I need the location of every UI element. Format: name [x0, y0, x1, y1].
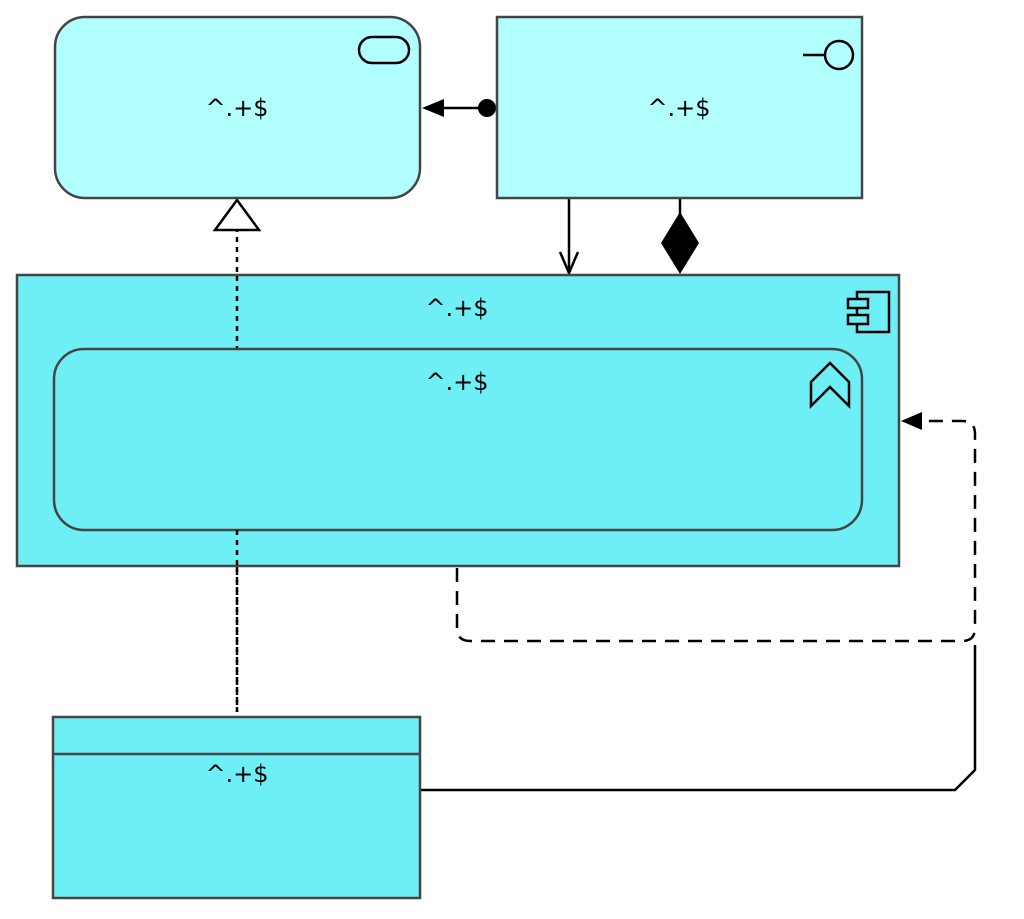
application-interface-node[interactable]: ^.+$	[495, 15, 864, 200]
assignment-relationship[interactable]	[422, 99, 496, 117]
assignment-dot-icon	[478, 99, 496, 117]
composition-diamond-icon	[661, 212, 699, 274]
application-function-node[interactable]: ^.+$	[52, 347, 864, 532]
association-relationship[interactable]	[420, 645, 977, 792]
function-label: ^.+$	[425, 368, 488, 396]
component-label: ^.+$	[425, 294, 488, 322]
flow-relationship[interactable]	[455, 412, 977, 643]
application-service-node[interactable]: ^.+$	[53, 15, 422, 200]
serving-open-arrow-icon	[558, 251, 580, 277]
assignment-arrowhead-icon	[422, 99, 444, 117]
service-label: ^.+$	[205, 94, 268, 122]
interface-lollipop-icon	[803, 39, 855, 71]
composition-relationship[interactable]	[661, 199, 699, 274]
flow-arrowhead-icon	[901, 412, 922, 430]
service-pill-icon	[357, 35, 411, 65]
realization-hollow-triangle-icon	[212, 197, 262, 232]
data-object-label: ^.+$	[205, 760, 268, 788]
interface-label: ^.+$	[647, 94, 710, 122]
component-icon	[846, 290, 891, 334]
data-object-node[interactable]: ^.+$	[51, 715, 422, 900]
serving-relationship[interactable]	[558, 199, 580, 277]
function-chevron-icon	[809, 361, 851, 410]
